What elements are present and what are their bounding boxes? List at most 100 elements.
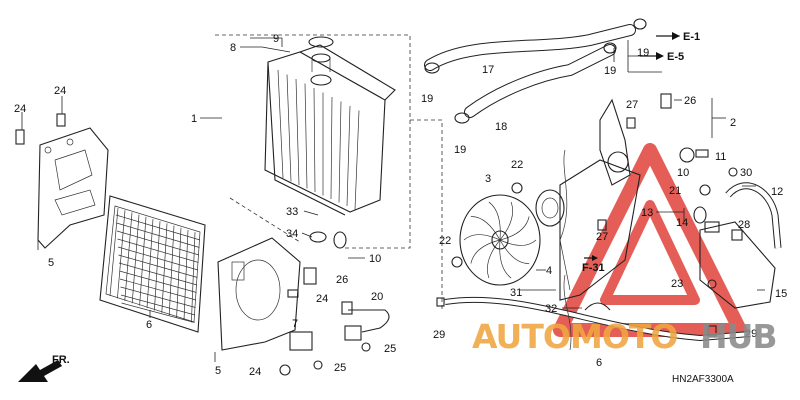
callout-31: 31 (510, 287, 522, 299)
callout-1: 1 (191, 113, 197, 125)
watermark-moto: MOTO (570, 317, 677, 356)
bolt-23 (707, 279, 717, 289)
screw-25-a (313, 360, 323, 370)
water-pump-cover (599, 98, 631, 186)
hose-clamp-19-c (603, 42, 617, 54)
callout-10-b: 10 (677, 167, 689, 179)
ref-f31: F-31 (582, 262, 605, 274)
seal-10-b (679, 147, 695, 163)
callout-6-hose: 6 (596, 357, 602, 369)
siphon-tube-6 (444, 296, 751, 342)
radiator-cap (308, 36, 334, 86)
lower-hose-18 (464, 44, 616, 118)
callout-25-a: 25 (334, 362, 346, 374)
callout-4: 4 (546, 265, 552, 277)
fan-shroud-bracket (217, 237, 301, 351)
watermark-triangle (553, 143, 747, 337)
watermark-text: AUTO MOTO HUB (472, 317, 778, 356)
clamp-29-b (707, 325, 717, 337)
callout-23: 23 (671, 278, 683, 290)
left-bracket (37, 127, 109, 249)
wire-harness-31 (563, 274, 572, 351)
callout-5-bottom: 5 (215, 365, 221, 377)
callout-20: 20 (371, 291, 383, 303)
callout-15: 15 (775, 288, 787, 300)
callout-8: 8 (230, 42, 236, 54)
cooling-fan (459, 194, 541, 286)
screw-30 (728, 167, 738, 177)
callout-14: 14 (676, 217, 688, 229)
callout-labels: 1 2 3 4 5 5 6 6 7 8 9 10 10 11 12 13 14 … (14, 33, 787, 378)
watermark-auto: AUTO (472, 317, 570, 356)
drain-bolt-34 (309, 231, 327, 243)
callout-34: 34 (286, 228, 298, 240)
bolt-24-c (287, 289, 299, 298)
bolt-27-a (626, 117, 636, 129)
cap-28 (731, 229, 743, 241)
callout-24-c: 24 (316, 293, 328, 305)
callout-29-a: 29 (433, 329, 445, 341)
callout-18: 18 (495, 121, 507, 133)
collar-14 (693, 206, 707, 224)
callout-6: 6 (146, 319, 152, 331)
thermo-sensor-20 (341, 301, 390, 341)
callout-3: 3 (485, 173, 491, 185)
radiator-core (264, 44, 396, 216)
ref-e1: E-1 (683, 31, 700, 43)
callout-24-b: 24 (54, 85, 66, 97)
callout-19-d: 19 (637, 47, 649, 59)
reserve-tank (699, 221, 776, 309)
bolt-21 (699, 184, 711, 196)
watermark-hub: HUB (700, 317, 777, 356)
bolt-24-b (56, 113, 66, 127)
stay-26 (303, 267, 317, 285)
fan-motor-switch-7 (289, 331, 313, 351)
callout-22-a: 22 (511, 159, 523, 171)
ref-e5: E-5 (667, 51, 684, 63)
callout-19-a: 19 (421, 93, 433, 105)
clamp-29-a (436, 297, 445, 307)
hose-clamp-19-b (454, 112, 470, 124)
leader-lines (21, 35, 765, 362)
callout-28: 28 (738, 219, 750, 231)
hose-clamp-19-d (633, 18, 647, 30)
callout-17: 17 (482, 64, 494, 76)
bolt-11 (695, 149, 709, 158)
callout-11: 11 (715, 151, 726, 163)
callout-7: 7 (292, 318, 298, 330)
callout-30: 30 (740, 167, 752, 179)
callout-5-top: 5 (48, 257, 54, 269)
callout-25-b: 25 (384, 343, 396, 355)
callout-10-a: 10 (369, 253, 381, 265)
callout-29-b: 29 (745, 328, 757, 340)
hose-clamp-19-a (424, 62, 440, 74)
fan-shroud (559, 149, 641, 301)
screw-25-b (361, 342, 371, 352)
callout-12: 12 (771, 186, 783, 198)
front-arrow-label: FR. (52, 354, 70, 366)
callout-27-b: 27 (596, 231, 608, 243)
nut-22-b (451, 256, 463, 268)
callout-24-a: 24 (14, 103, 26, 115)
callout-19-c: 19 (604, 65, 616, 77)
radiator-grille (99, 195, 206, 333)
bolt-27-b (597, 219, 607, 231)
callout-26-b: 26 (684, 95, 696, 107)
callout-27-a: 27 (626, 99, 638, 111)
overflow-hose-12 (725, 182, 782, 249)
callout-26-a: 26 (336, 274, 348, 286)
bolt-24-d (279, 364, 291, 376)
bracket-26-b (660, 93, 672, 109)
diagram-code: HN2AF3300A (672, 374, 734, 385)
callout-33: 33 (286, 206, 298, 218)
clip-32 (584, 302, 611, 311)
front-direction-arrow: FR. (18, 354, 70, 382)
washer-10 (333, 231, 347, 249)
callout-32: 32 (545, 303, 557, 315)
callout-22-b: 22 (439, 235, 451, 247)
upper-hose-17 (424, 24, 636, 71)
nut-22-a (511, 182, 523, 194)
bolt-24-a (15, 129, 25, 145)
